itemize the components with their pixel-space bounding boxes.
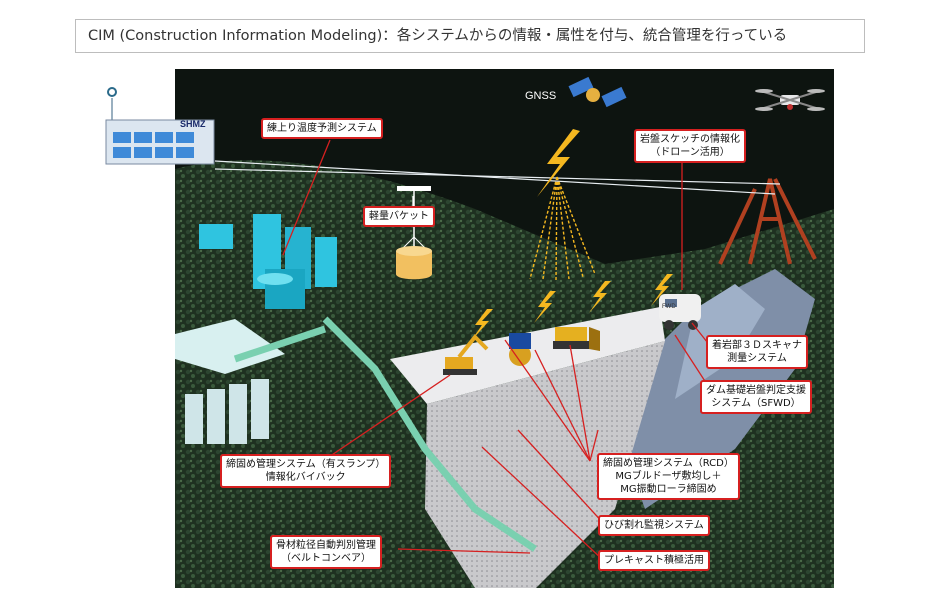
label-crack-monitoring: ひび割れ監視システム	[598, 515, 710, 536]
label-temperature-prediction: 練上り温度予測システム	[261, 118, 383, 139]
cable-crane-tower-shape	[718, 178, 817, 265]
label-aggregate-classification: 骨材粒径自動判別管理 （ベルトコンベア）	[270, 535, 382, 569]
label-drone-line2: （ドローン活用）	[650, 147, 730, 158]
gnss-signal-icon	[537, 129, 580, 197]
label-rcd-line1: 締固め管理システム（RCD）	[603, 458, 734, 469]
label-scanner-line2: 測量システム	[727, 353, 787, 364]
page-title: CIM (Construction Information Modeling)：…	[75, 19, 865, 53]
label-drone-line1: 岩盤スケッチの情報化	[640, 134, 740, 145]
gnss-label: GNSS	[525, 90, 557, 102]
label-rcd-line2: MGブルドーザ敷均し＋	[615, 471, 722, 482]
label-compaction-rcd: 締固め管理システム（RCD） MGブルドーザ敷均し＋ MG振動ローラ締固め	[597, 453, 740, 500]
building-logo: SHMZ	[180, 119, 206, 129]
bulldozer-shape	[553, 327, 600, 351]
label-scanner-line1: 着岩部３Ｄスキャナ	[712, 340, 802, 351]
label-slump-line1: 締固め管理システム（有スランプ）	[226, 459, 386, 470]
label-temperature-text: 練上り温度予測システム	[267, 123, 377, 134]
label-bucket-text: 軽量バケット	[369, 211, 429, 222]
label-compaction-slump: 締固め管理システム（有スランプ） 情報化バイバック	[220, 454, 392, 488]
tank-facility-shape	[175, 319, 285, 444]
label-3d-scanner: 着岩部３Ｄスキャナ 測量システム	[706, 335, 808, 369]
label-crack-text: ひび割れ監視システム	[604, 520, 704, 531]
label-slump-line2: 情報化バイバック	[265, 472, 346, 483]
vehicle-tag: FWD	[662, 304, 676, 310]
lightweight-bucket-shape	[396, 186, 432, 280]
label-precast-text: プレキャスト積極活用	[604, 555, 704, 566]
label-dam-line1: ダム基礎岩盤判定支援	[706, 385, 806, 396]
vibratory-roller-shape	[509, 333, 531, 366]
label-precast: プレキャスト積極活用	[598, 550, 710, 571]
excavator-shape	[443, 334, 489, 375]
satellite-shape	[568, 76, 627, 108]
label-lightweight-bucket: 軽量バケット	[363, 206, 435, 227]
label-drone-rock-sketch: 岩盤スケッチの情報化 （ドローン活用）	[634, 129, 746, 163]
label-dam-line2: システム（SFWD）	[711, 398, 801, 409]
label-rcd-line3: MG振動ローラ締固め	[620, 484, 717, 495]
label-aggregate-line2: （ベルトコンベア）	[281, 553, 371, 564]
label-aggregate-line1: 骨材粒径自動判別管理	[276, 540, 376, 551]
label-dam-foundation-sfwd: ダム基礎岩盤判定支援 システム（SFWD）	[700, 380, 812, 414]
